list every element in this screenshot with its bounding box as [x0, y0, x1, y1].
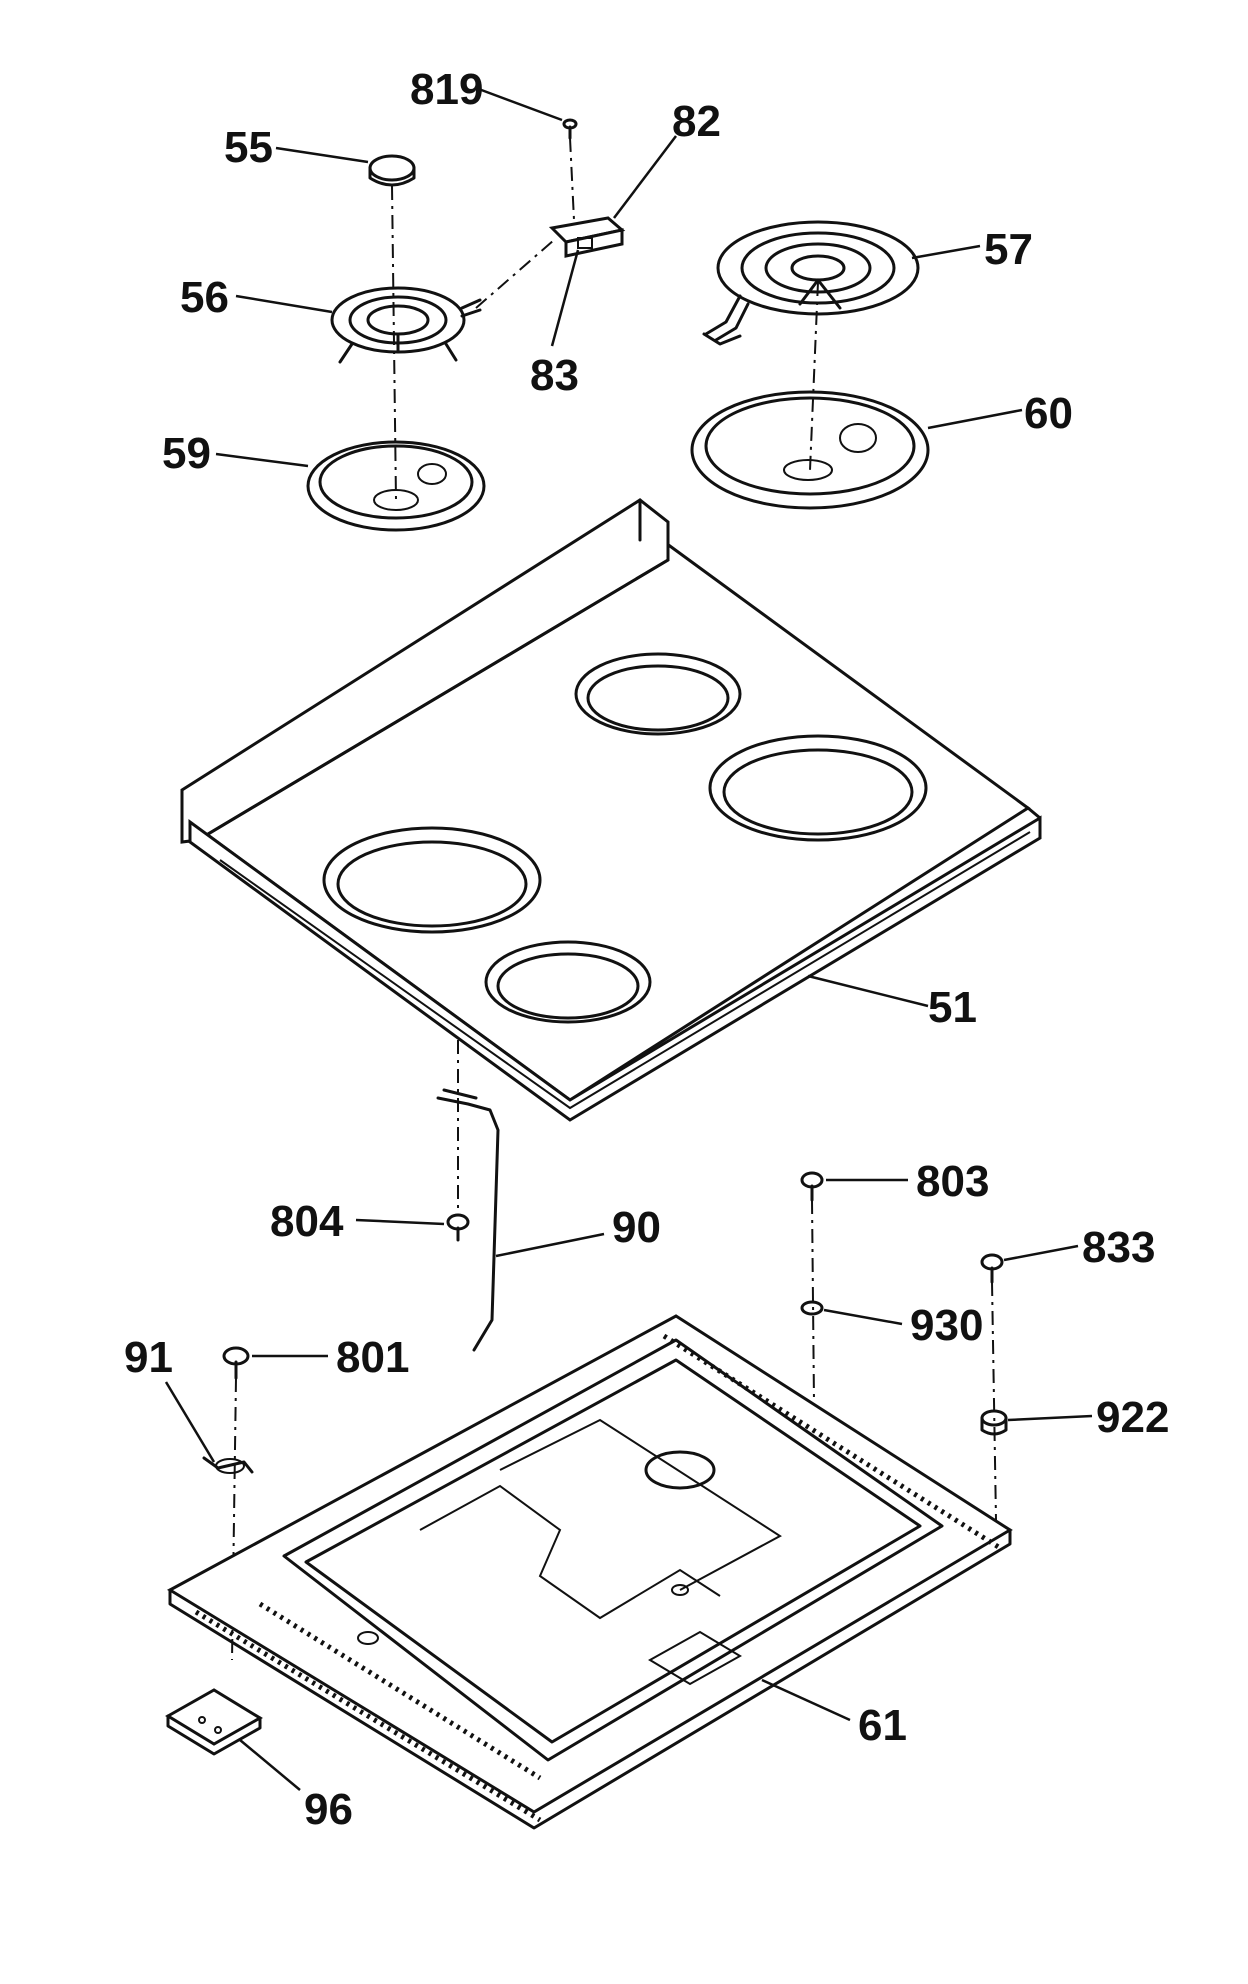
alignment-line — [811, 1199, 815, 1403]
small-drip-pan-part — [306, 440, 486, 532]
shield-plate-part — [165, 1688, 263, 1756]
callout-833: 833 — [1082, 1223, 1155, 1272]
clip-part — [202, 1456, 254, 1474]
alignment-line — [569, 137, 575, 221]
callout-801: 801 — [336, 1333, 409, 1382]
burner-box-part — [166, 1314, 1013, 1830]
washer-part — [800, 1300, 824, 1316]
callout-60: 60 — [1024, 389, 1073, 438]
alignment-line — [391, 185, 397, 501]
callout-83: 83 — [530, 351, 579, 400]
callout-930: 930 — [910, 1301, 983, 1350]
large-surface-element-part — [702, 220, 920, 346]
bracket-part — [548, 216, 626, 258]
callout-59: 59 — [162, 429, 211, 478]
callout-57: 57 — [984, 225, 1033, 274]
alignment-line — [475, 239, 555, 309]
callout-96: 96 — [304, 1785, 353, 1834]
callout-90: 90 — [612, 1203, 661, 1252]
callout-922: 922 — [1096, 1393, 1169, 1442]
callout-51: 51 — [928, 983, 977, 1032]
screw-part — [980, 1253, 1004, 1284]
callout-803: 803 — [916, 1157, 989, 1206]
support-rod-part — [436, 1088, 500, 1352]
callout-91: 91 — [124, 1333, 173, 1382]
callout-55: 55 — [224, 123, 273, 172]
large-drip-pan-part — [690, 390, 930, 510]
cooktop-part — [180, 498, 1042, 1122]
callout-804: 804 — [270, 1197, 344, 1246]
knob-cap-part — [368, 154, 416, 187]
leader-lines — [164, 86, 1093, 1791]
alignment-line — [809, 281, 819, 471]
callout-82: 82 — [672, 97, 721, 146]
alignment-line — [991, 1281, 997, 1521]
callout-61: 61 — [858, 1701, 907, 1750]
screw-part — [800, 1171, 824, 1202]
callout-56: 56 — [180, 273, 229, 322]
screw-part — [446, 1213, 470, 1242]
callout-819: 819 — [410, 65, 483, 114]
small-surface-element-part — [330, 286, 482, 364]
screw-part — [222, 1346, 250, 1380]
screw-part — [562, 118, 578, 140]
